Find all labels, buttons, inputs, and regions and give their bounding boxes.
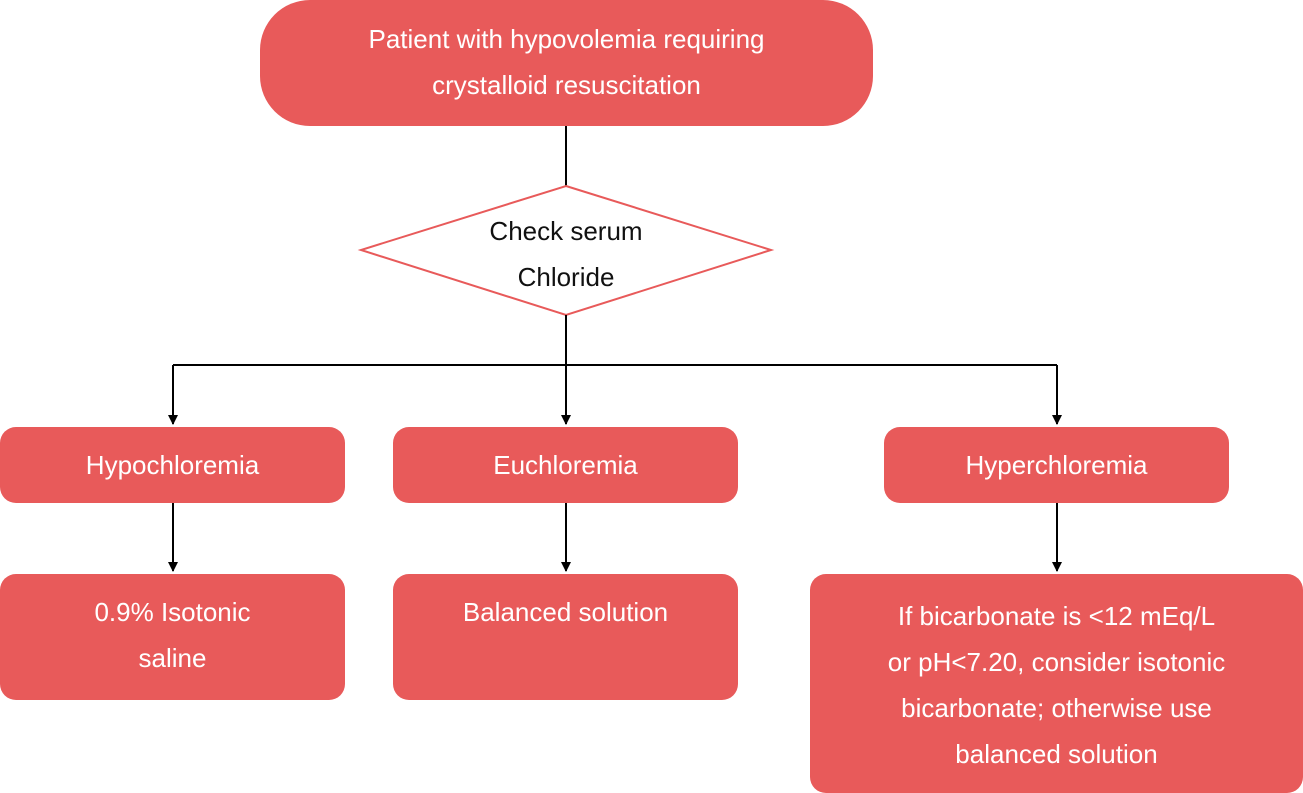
action-bicarbonate-guidance-line-4: balanced solution — [955, 739, 1158, 769]
action-bicarbonate-guidance-line-2: or pH<7.20, consider isotonic — [887, 647, 1226, 677]
start-node: Patient with hypovolemia requiring cryst… — [260, 0, 873, 126]
category-hyperchloremia: Hyperchloremia — [884, 427, 1229, 503]
category-euchloremia: Euchloremia — [393, 427, 738, 503]
action-balanced-solution-line-1: Balanced solution — [462, 597, 669, 627]
action-isotonic-saline: 0.9% Isotonic saline — [0, 574, 345, 700]
decision-label: Check serum Chloride — [420, 208, 712, 300]
decision-label-line-2: Chloride — [517, 262, 615, 292]
action-bicarbonate-guidance: If bicarbonate is <12 mEq/L or pH<7.20, … — [810, 574, 1303, 793]
action-isotonic-saline-line-1: 0.9% Isotonic — [94, 597, 251, 627]
category-hypochloremia-label: Hypochloremia — [85, 450, 260, 480]
decision-label-line-1: Check serum — [489, 216, 643, 246]
category-euchloremia-label: Euchloremia — [493, 450, 638, 480]
start-node-line-2: crystalloid resuscitation — [432, 70, 701, 100]
action-isotonic-saline-line-2: saline — [138, 643, 207, 673]
category-hyperchloremia-label: Hyperchloremia — [965, 450, 1148, 480]
category-hypochloremia: Hypochloremia — [0, 427, 345, 503]
action-bicarbonate-guidance-line-1: If bicarbonate is <12 mEq/L — [897, 601, 1216, 631]
start-node-line-1: Patient with hypovolemia requiring — [368, 24, 765, 54]
action-bicarbonate-guidance-line-3: bicarbonate; otherwise use — [901, 693, 1212, 723]
action-balanced-solution: Balanced solution — [393, 574, 738, 700]
